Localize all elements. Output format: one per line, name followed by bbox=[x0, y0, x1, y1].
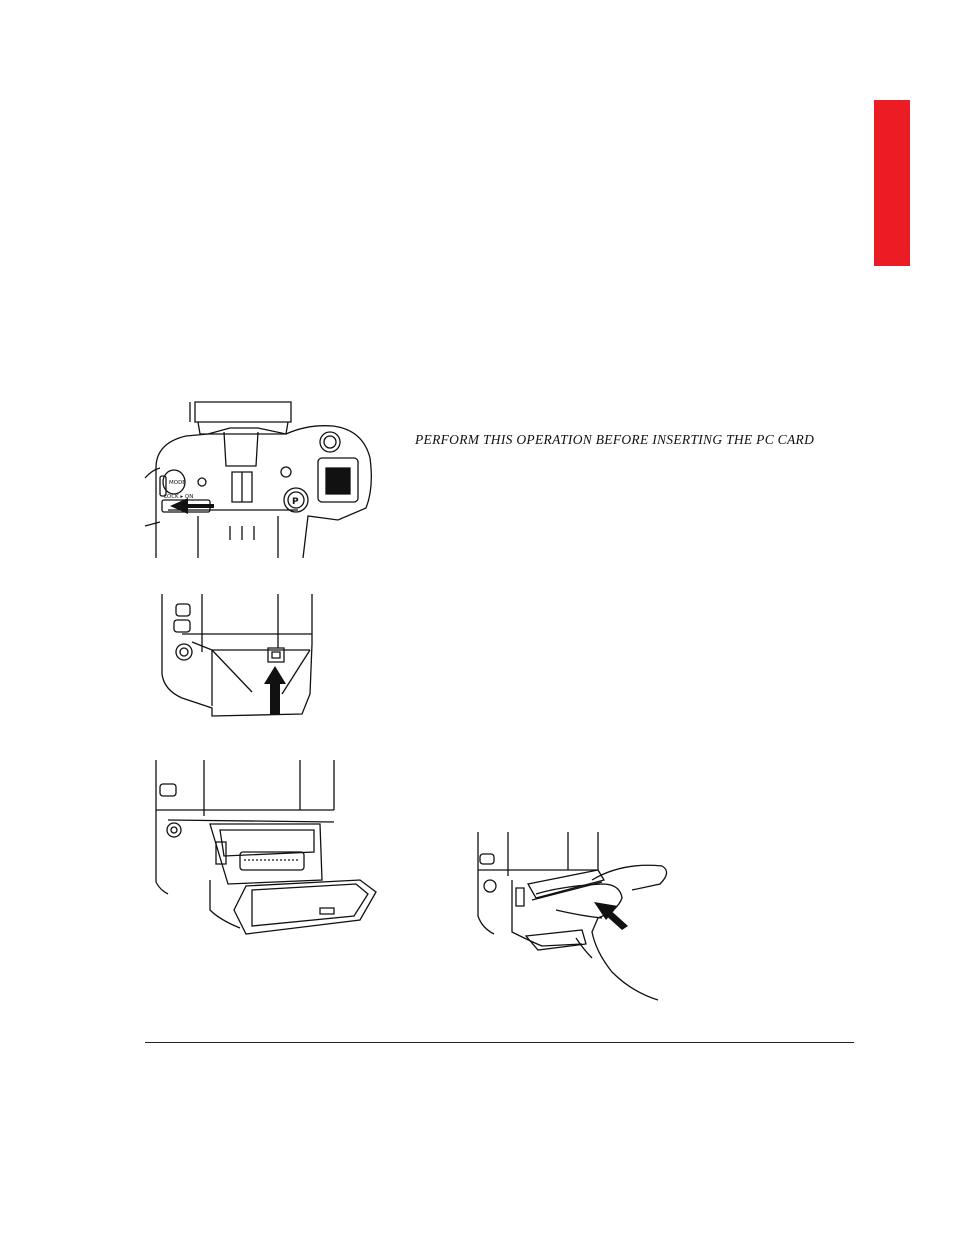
camera-side-view-figure bbox=[152, 594, 322, 719]
camera-top-view-figure: MODE LOCK ▸ ON P bbox=[138, 398, 378, 558]
instruction-note: PERFORM THIS OPERATION BEFORE INSERTING … bbox=[415, 432, 815, 447]
arrow-up-icon bbox=[264, 666, 286, 714]
footer-divider bbox=[145, 1042, 854, 1043]
insert-pc-card-figure bbox=[472, 832, 682, 1004]
insert-arrow-icon bbox=[594, 902, 628, 930]
program-button-label: P bbox=[292, 497, 299, 507]
open-slot-cover-figure bbox=[150, 760, 380, 940]
mode-button-label: MODE bbox=[169, 480, 186, 486]
lock-switch-label: LOCK ▸ ON bbox=[164, 494, 193, 500]
section-tab bbox=[874, 100, 910, 266]
arrow-left-icon bbox=[170, 498, 214, 514]
